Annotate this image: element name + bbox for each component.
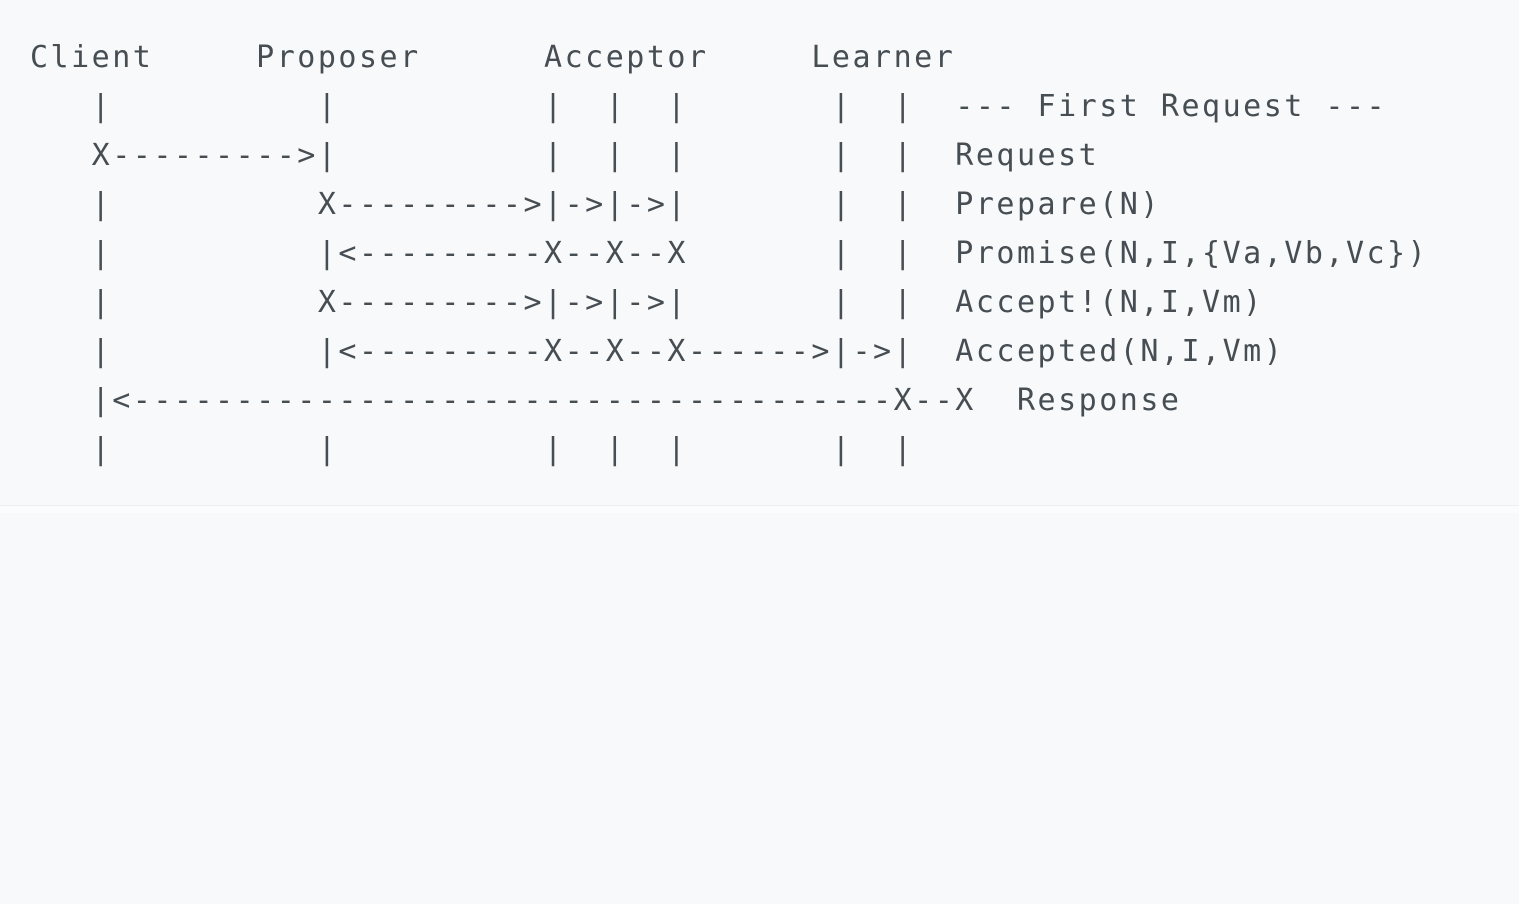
first-request-ascii-diagram: Client Proposer Acceptor Learner | | | |… [30,40,1429,467]
following-requests-panel: Client Proposer Acceptor Learner | | | |… [0,513,1519,904]
first-request-panel: Client Proposer Acceptor Learner | | | |… [30,40,1429,467]
